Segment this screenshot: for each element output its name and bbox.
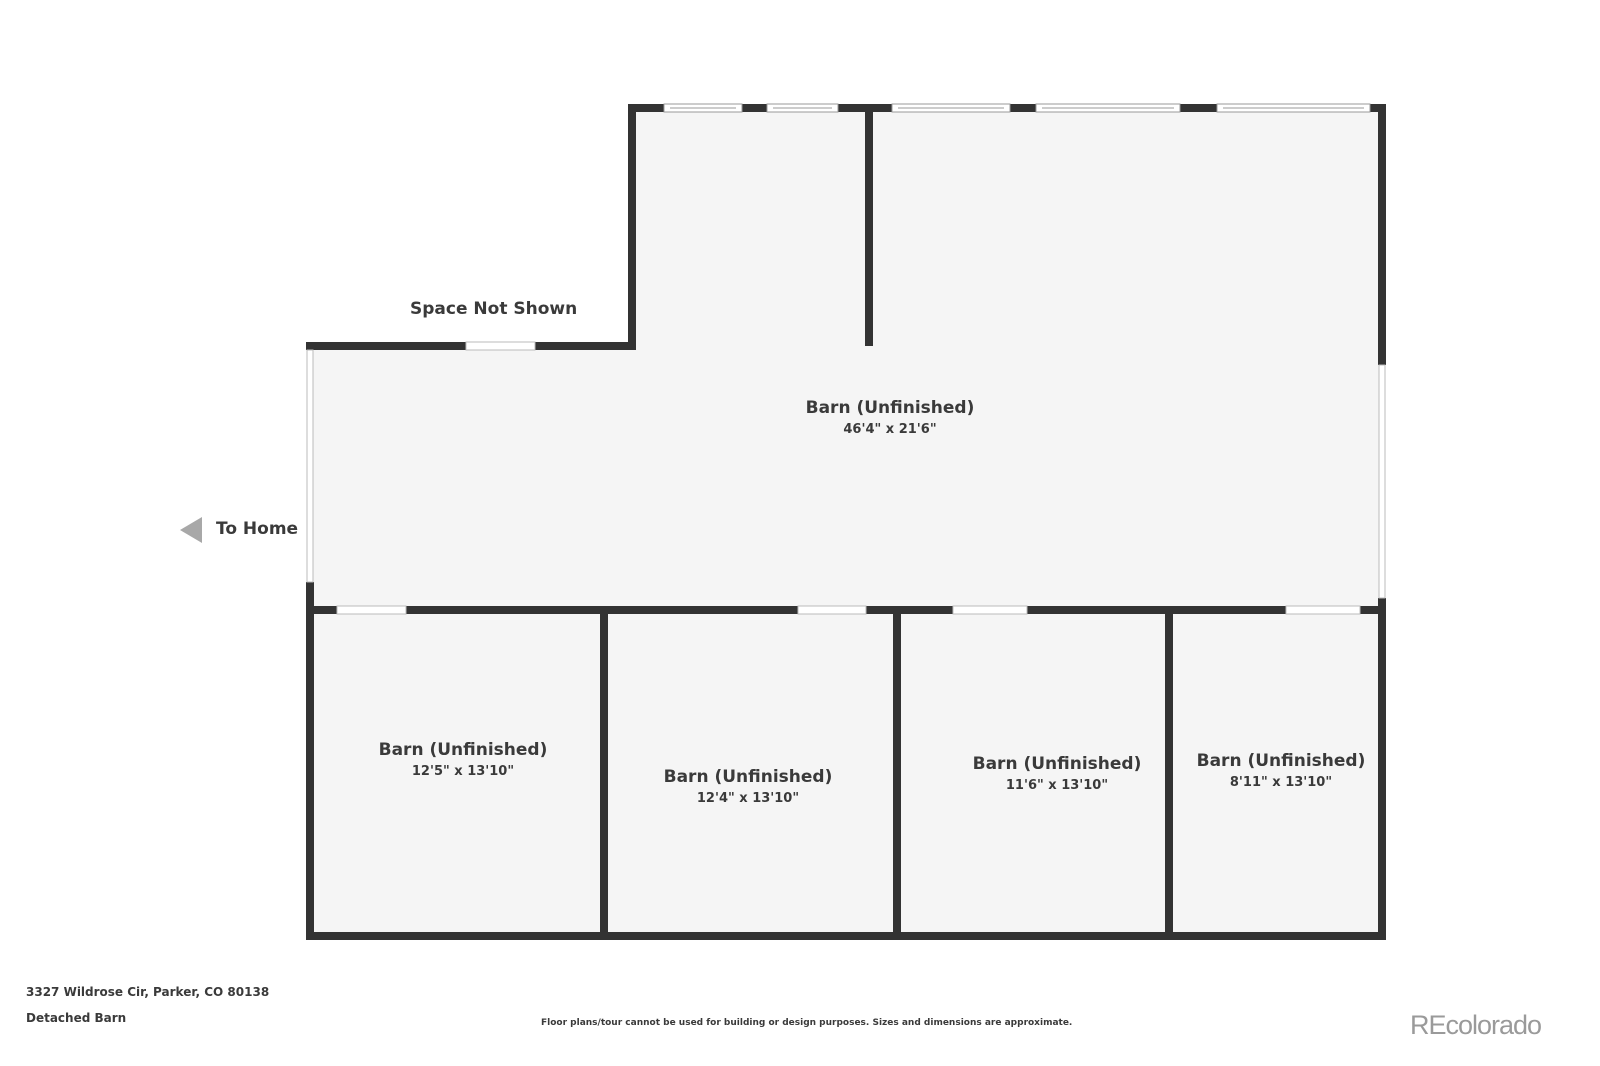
room-name: Barn (Unfinished) — [378, 740, 548, 760]
wall-divider-3 — [1165, 606, 1173, 940]
opening — [1285, 605, 1361, 615]
floor-area — [310, 108, 1382, 936]
room-dims: 11'6" x 13'10" — [1005, 778, 1109, 793]
wall-right-top — [1378, 104, 1386, 365]
wall-right-bottom — [1378, 598, 1386, 940]
room-name: Barn (Unfinished) — [805, 398, 975, 418]
opening — [797, 605, 867, 615]
room-dims: 46'4" x 21'6" — [843, 422, 937, 437]
opening — [465, 341, 536, 351]
level-name: Detached Barn — [26, 1011, 127, 1025]
wall-divider-1 — [600, 606, 608, 940]
disclaimer: Floor plans/tour cannot be used for buil… — [541, 1018, 1073, 1028]
space-not-shown-label: Space Not Shown — [410, 299, 578, 319]
opening-right — [1378, 364, 1386, 599]
room-dims: 12'4" x 13'10" — [696, 791, 800, 806]
openings — [306, 341, 1386, 615]
room-dims: 8'11" x 13'10" — [1229, 775, 1333, 790]
to-home-label: To Home — [216, 519, 299, 539]
room-dims: 12'5" x 13'10" — [411, 764, 515, 779]
arrow-left-icon — [180, 517, 202, 543]
opening — [336, 605, 407, 615]
wall-divider-2 — [893, 606, 901, 940]
wall-left-top — [306, 342, 314, 350]
room-name: Barn (Unfinished) — [1196, 751, 1366, 771]
wall-left — [306, 582, 314, 940]
wall-bottom — [306, 932, 1386, 940]
room-name: Barn (Unfinished) — [972, 754, 1142, 774]
address: 3327 Wildrose Cir, Parker, CO 80138 — [26, 985, 270, 999]
wall-upper-left — [628, 104, 636, 350]
recolorado-logo: REcolorado — [1410, 1010, 1542, 1040]
opening-left — [306, 349, 314, 583]
opening — [952, 605, 1028, 615]
wall-divider-top — [865, 104, 873, 346]
room-name: Barn (Unfinished) — [663, 767, 833, 787]
